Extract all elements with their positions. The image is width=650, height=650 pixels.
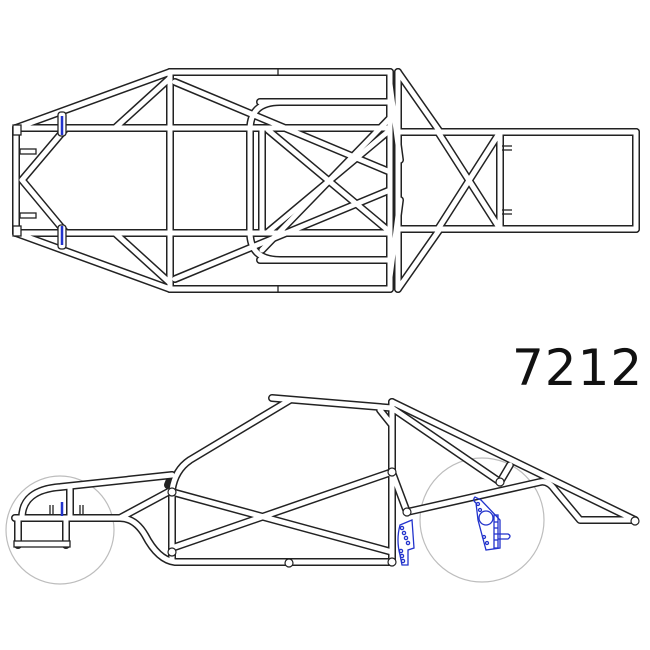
side-view <box>5 394 640 585</box>
joint-nodes <box>167 467 640 568</box>
drawing-number-label: 7212 <box>512 339 644 397</box>
rear-upright-hub <box>473 496 511 551</box>
rear-shock-mount-plate <box>397 519 415 566</box>
top-view <box>12 68 640 293</box>
mount-tabs <box>12 68 512 293</box>
front-bracket <box>13 505 84 548</box>
front-wheel <box>5 475 115 585</box>
rear-wheel <box>419 457 545 583</box>
